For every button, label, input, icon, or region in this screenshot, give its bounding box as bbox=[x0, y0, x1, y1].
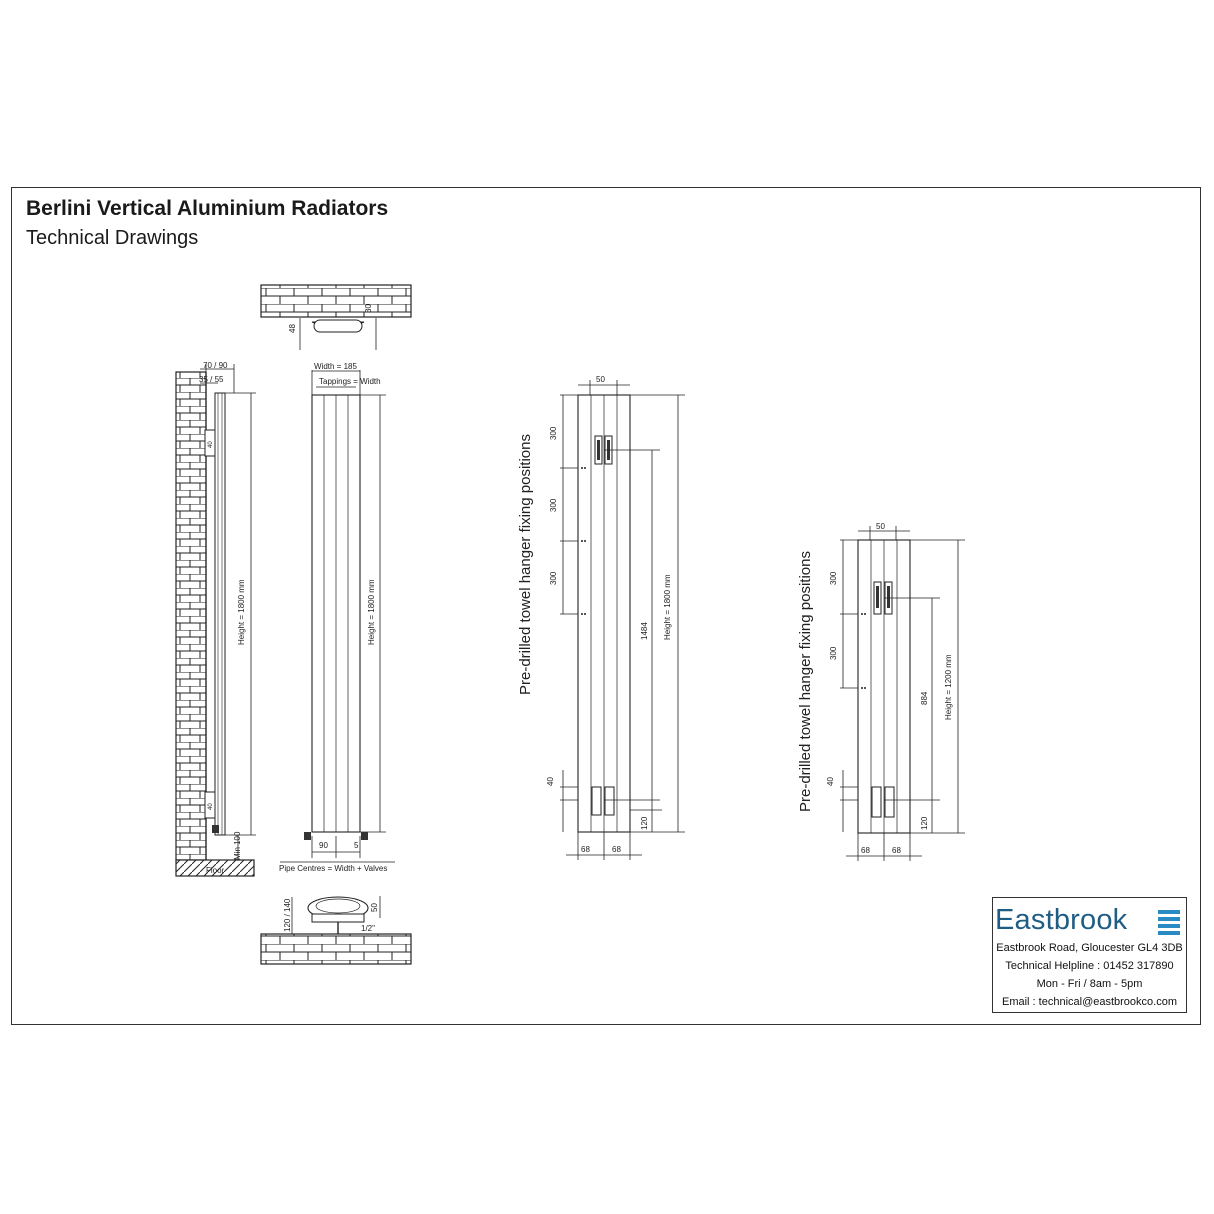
side-view: Floor 40 40 70 / 90 35 / 55 Height = 180… bbox=[175, 361, 256, 877]
page-subtitle: Technical Drawings bbox=[26, 227, 199, 249]
tappings-label: Tappings = Width bbox=[319, 377, 381, 386]
towel-1800-dim-40: 40 bbox=[546, 777, 555, 786]
wave-lines-icon bbox=[1158, 910, 1180, 941]
towel-1200-dim-120: 120 bbox=[920, 816, 929, 830]
towel-1200-spacing-1: 300 bbox=[829, 571, 838, 585]
contact-box: Eastbrook Eastbrook Road, Gloucester GL4… bbox=[992, 897, 1187, 1013]
towel-1800-spacing-1: 300 bbox=[549, 426, 558, 440]
towel-hanger-1800-view: Pre-drilled towel hanger fixing position… bbox=[517, 375, 685, 860]
page-title: Berlini Vertical Aluminium Radiators bbox=[26, 197, 389, 220]
towel-1200-dim-884: 884 bbox=[920, 691, 929, 705]
dim-35-55-label: 35 / 55 bbox=[199, 375, 224, 384]
front-view: Width = 185 Tappings = Width Height = 18… bbox=[279, 362, 395, 873]
towel-1200-dim-68-right: 68 bbox=[892, 846, 901, 855]
email-line[interactable]: Email : technical@eastbrookco.com bbox=[1001, 996, 1178, 1008]
towel-1800-caption: Pre-drilled towel hanger fixing position… bbox=[517, 434, 534, 695]
towel-1200-spacing-2: 300 bbox=[829, 646, 838, 660]
plan-bottom-view: 120 / 140 50 1/2" bbox=[260, 896, 412, 965]
dim-90-label: 90 bbox=[319, 841, 328, 850]
width-185-label: Width = 185 bbox=[314, 362, 357, 371]
towel-1200-height: Height = 1200 mm bbox=[944, 654, 953, 720]
brand-row: Eastbrook bbox=[993, 904, 1186, 938]
towel-1800-dim-120: 120 bbox=[640, 816, 649, 830]
helpline-line: Technical Helpline : 01452 317890 bbox=[1005, 960, 1174, 972]
min-100-label: Min 100 bbox=[233, 831, 242, 860]
dim-70-90-label: 70 / 90 bbox=[203, 361, 228, 370]
towel-1800-dim-1484: 1484 bbox=[640, 622, 649, 640]
bracket-40-bottom: 40 bbox=[208, 803, 214, 810]
towel-hanger-1200-view: Pre-drilled towel hanger fixing position… bbox=[797, 522, 965, 861]
towel-1800-dim-68-left: 68 bbox=[581, 845, 590, 854]
towel-1200-dim-50: 50 bbox=[876, 522, 885, 531]
brand-logo-text: Eastbrook bbox=[995, 904, 1128, 936]
side-height-label: Height = 1800 mm bbox=[237, 579, 246, 645]
towel-1800-dim-68-right: 68 bbox=[612, 845, 621, 854]
plan-top-view: 48 30 bbox=[260, 284, 412, 350]
dim-50-label: 50 bbox=[370, 903, 379, 912]
bracket-40-top: 40 bbox=[208, 441, 214, 448]
towel-1800-spacing-3: 300 bbox=[549, 571, 558, 585]
towel-1800-spacing-2: 300 bbox=[549, 498, 558, 512]
hours-line: Mon - Fri / 8am - 5pm bbox=[1036, 978, 1143, 990]
towel-1800-dim-50: 50 bbox=[596, 375, 605, 384]
dim-5-label: 5 bbox=[354, 841, 359, 850]
dim-48-label: 48 bbox=[288, 324, 297, 333]
towel-1200-dim-40: 40 bbox=[826, 777, 835, 786]
towel-1200-caption: Pre-drilled towel hanger fixing position… bbox=[797, 551, 814, 812]
address-line: Eastbrook Road, Gloucester GL4 3DB bbox=[996, 942, 1183, 954]
floor-label: Floor bbox=[206, 866, 225, 875]
towel-1200-dim-68-left: 68 bbox=[861, 846, 870, 855]
dim-30-label: 30 bbox=[364, 304, 373, 313]
dim-120-140-label: 120 / 140 bbox=[283, 898, 292, 932]
pipe-size-label: 1/2" bbox=[361, 924, 375, 933]
towel-1800-height: Height = 1800 mm bbox=[663, 574, 672, 640]
front-height-label: Height = 1800 mm bbox=[367, 579, 376, 645]
pipe-centres-label: Pipe Centres = Width + Valves bbox=[279, 864, 387, 873]
